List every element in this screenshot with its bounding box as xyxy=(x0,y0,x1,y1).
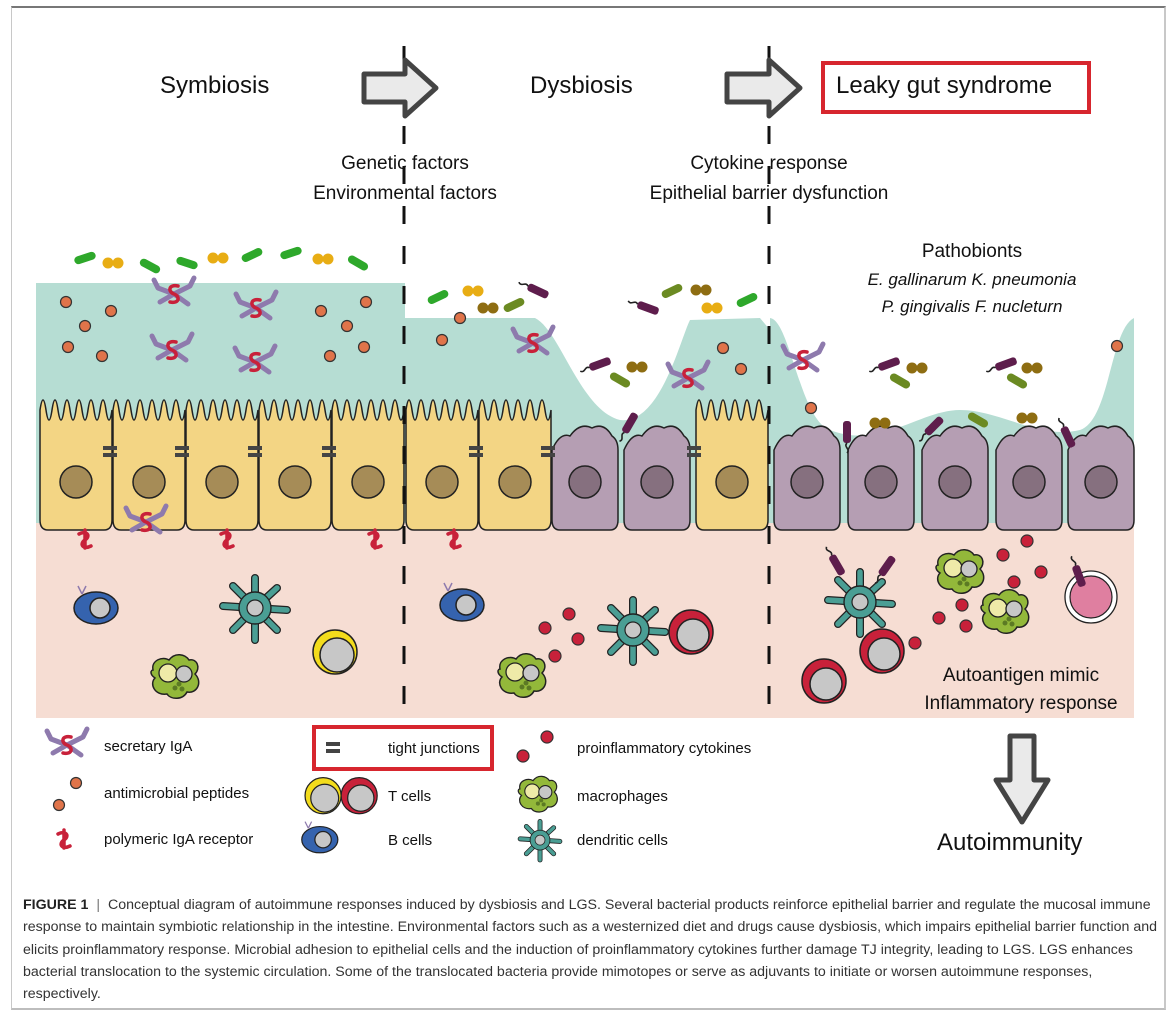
arrow-down-icon xyxy=(993,733,1051,825)
factor-environmental: Environmental factors xyxy=(313,183,497,204)
legend-label-t-cells: T cells xyxy=(388,788,432,805)
effect-inflammatory-response: Inflammatory response xyxy=(924,693,1118,714)
factor-barrier: Epithelial barrier dysfunction xyxy=(649,183,889,204)
arrow-right-icon xyxy=(724,57,803,119)
legend-label-antimicrobial-peptides: antimicrobial peptides xyxy=(104,785,250,802)
epithelium-lgs xyxy=(773,425,1135,531)
legend-label-pigr: polymeric IgA receptor xyxy=(104,831,254,848)
stage-title-leaky-gut: Leaky gut syndrome xyxy=(836,72,1053,99)
polymeric-iga-receptor-icon xyxy=(56,828,72,850)
legend-label-cytokines: proinflammatory cytokines xyxy=(577,740,752,757)
factor-cytokine: Cytokine response xyxy=(690,153,848,174)
legend-label-dendritic-cells: dendritic cells xyxy=(577,832,668,849)
outcome-autoimmunity: Autoimmunity xyxy=(937,829,1083,856)
pathobionts-species-2: P. gingivalis F. nucleturn xyxy=(881,297,1063,316)
t-cells-icon xyxy=(304,777,378,815)
lgs-effects: Autoantigen mimic Inflammatory response xyxy=(906,662,1136,718)
legend-label-tight-junctions: tight junctions xyxy=(388,740,480,757)
pathobionts-species-1: E. gallinarum K. pneumonia xyxy=(867,270,1077,289)
diagram-illustration xyxy=(36,46,1135,880)
figure-caption: FIGURE 1 | Conceptual diagram of autoimm… xyxy=(23,894,1158,1005)
epithelium-symbiosis xyxy=(39,399,405,531)
infected-cell xyxy=(1064,554,1118,624)
pathobionts-title: Pathobionts xyxy=(921,241,1023,262)
caption-text: Conceptual diagram of autoimmune respons… xyxy=(23,897,1158,1003)
caption-label: FIGURE 1 xyxy=(23,897,89,913)
arrow-right-icon xyxy=(361,57,439,119)
b-cells-icon xyxy=(301,821,339,854)
pathobionts-block: Pathobionts E. gallinarum K. pneumonia P… xyxy=(842,238,1102,320)
lgs-highlight-box xyxy=(821,61,1091,114)
factor-genetic: Genetic factors xyxy=(341,153,469,174)
effect-autoantigen-mimic: Autoantigen mimic xyxy=(942,665,1100,686)
immune-cells-lgs xyxy=(801,534,1118,704)
stage-title-symbiosis: Symbiosis xyxy=(160,72,270,99)
caption-separator: | xyxy=(96,897,101,913)
stage-title-dysbiosis: Dysbiosis xyxy=(530,72,633,99)
legend-label-secretory-iga: secretary IgA xyxy=(104,738,193,755)
transition-factors-1: Genetic factors Environmental factors xyxy=(300,149,510,209)
legend-label-b-cells: B cells xyxy=(388,832,433,849)
commensal-bacteria xyxy=(73,245,370,275)
cytokines-icon xyxy=(516,730,554,763)
legend-label-macrophages: macrophages xyxy=(577,788,668,805)
macrophage-icon xyxy=(517,775,558,813)
transition-factors-2: Cytokine response Epithelial barrier dys… xyxy=(624,149,914,209)
tight-junctions-highlight-box xyxy=(312,725,494,771)
secretory-iga-icon xyxy=(47,729,87,755)
dendritic-cell-icon xyxy=(520,822,560,860)
antimicrobial-peptides-icon xyxy=(52,776,83,812)
